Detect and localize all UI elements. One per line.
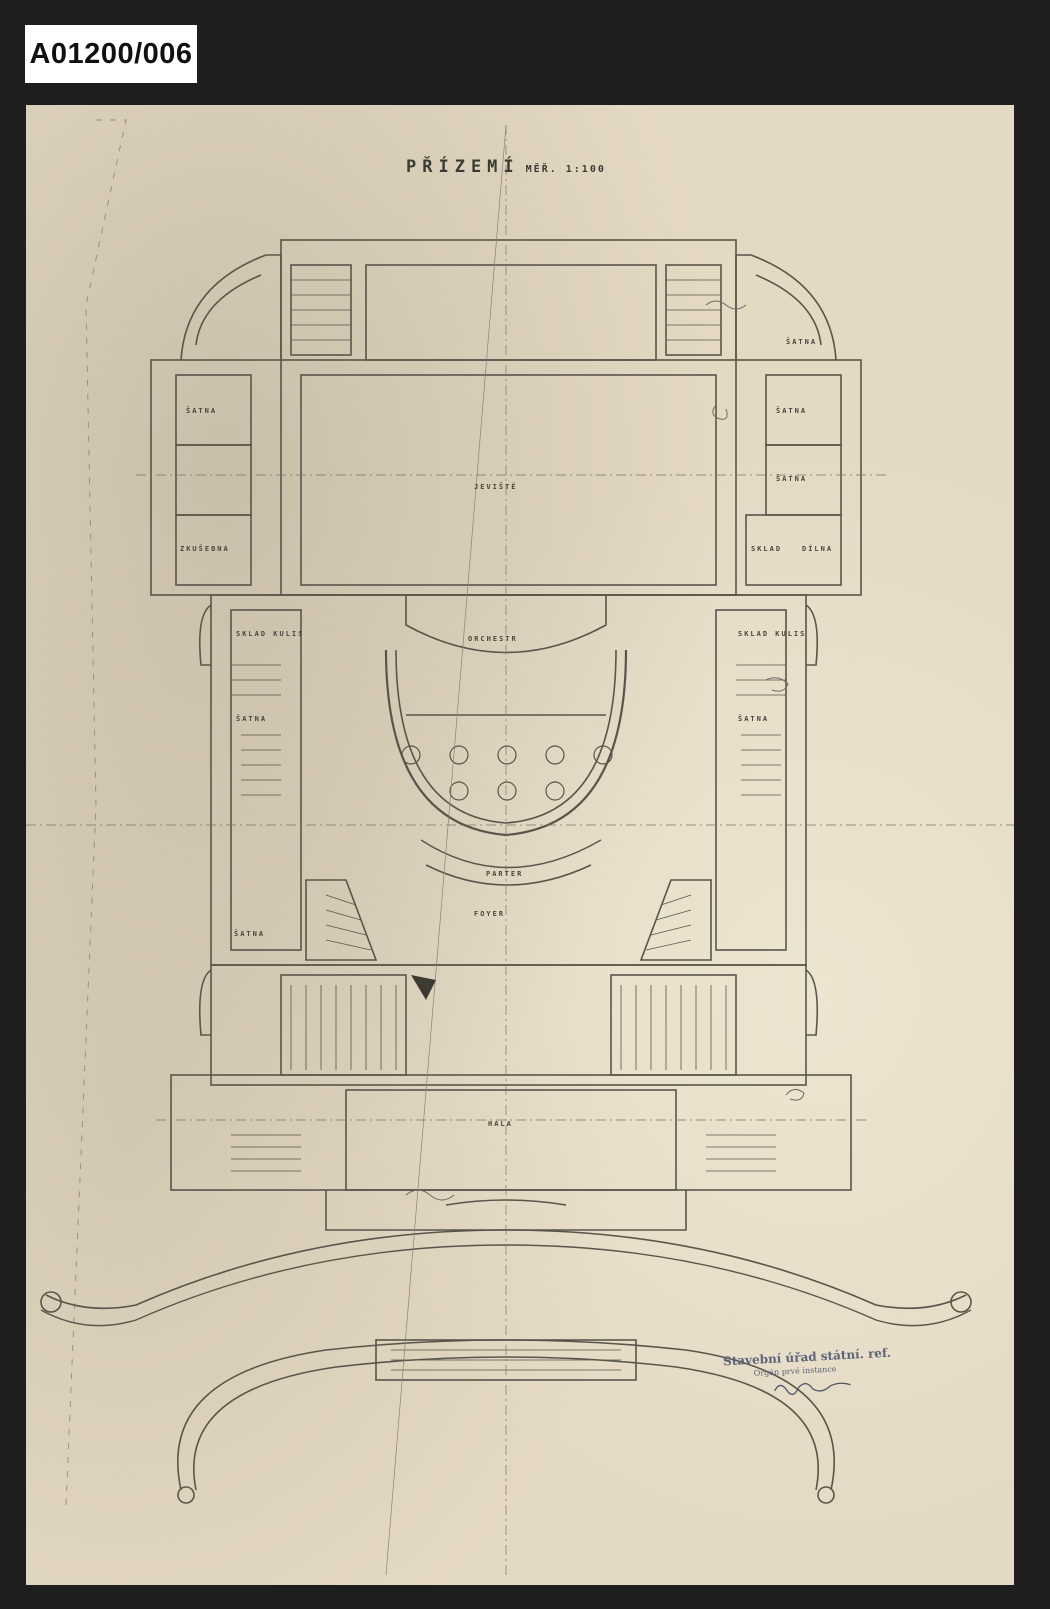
floor-plan-drawing (26, 119, 1014, 1576)
sheet-title-text: PŘÍZEMÍ (406, 157, 520, 177)
room-label: ŠATNA (786, 338, 818, 346)
room-label: ŠATNA (738, 715, 770, 723)
catalog-number-label: A01200/006 (25, 25, 197, 83)
room-label: FOYER (474, 910, 506, 918)
room-label: SKLAD KULIS (236, 630, 305, 638)
drawing-sheet: PŘÍZEMÍ MĚŘ. 1:100 ŠATNA ŠATNA ŠATNA ŠATN… (26, 105, 1014, 1585)
room-label: DÍLNA (802, 545, 834, 553)
approval-stamp: Stavební úřad státní. ref. Orgán prvé in… (723, 1346, 894, 1408)
room-label: ŠATNA (776, 475, 808, 483)
room-label: PARTER (486, 870, 524, 878)
room-label: ŠATNA (236, 715, 268, 723)
room-label: ZKUŠEBNA (180, 545, 230, 553)
room-label: SKLAD (751, 545, 783, 553)
room-label: ORCHESTR (468, 635, 518, 643)
sheet-title: PŘÍZEMÍ MĚŘ. 1:100 (406, 157, 606, 177)
room-label: SKLAD KULIS (738, 630, 807, 638)
room-label: JEVIŠTĚ (474, 483, 518, 491)
sheet-scale: MĚŘ. 1:100 (525, 164, 606, 175)
room-label: HALA (488, 1120, 513, 1128)
room-label: ŠATNA (776, 407, 808, 415)
room-label: ŠATNA (234, 930, 266, 938)
room-label: ŠATNA (186, 407, 218, 415)
handwritten-signature (774, 1382, 851, 1395)
